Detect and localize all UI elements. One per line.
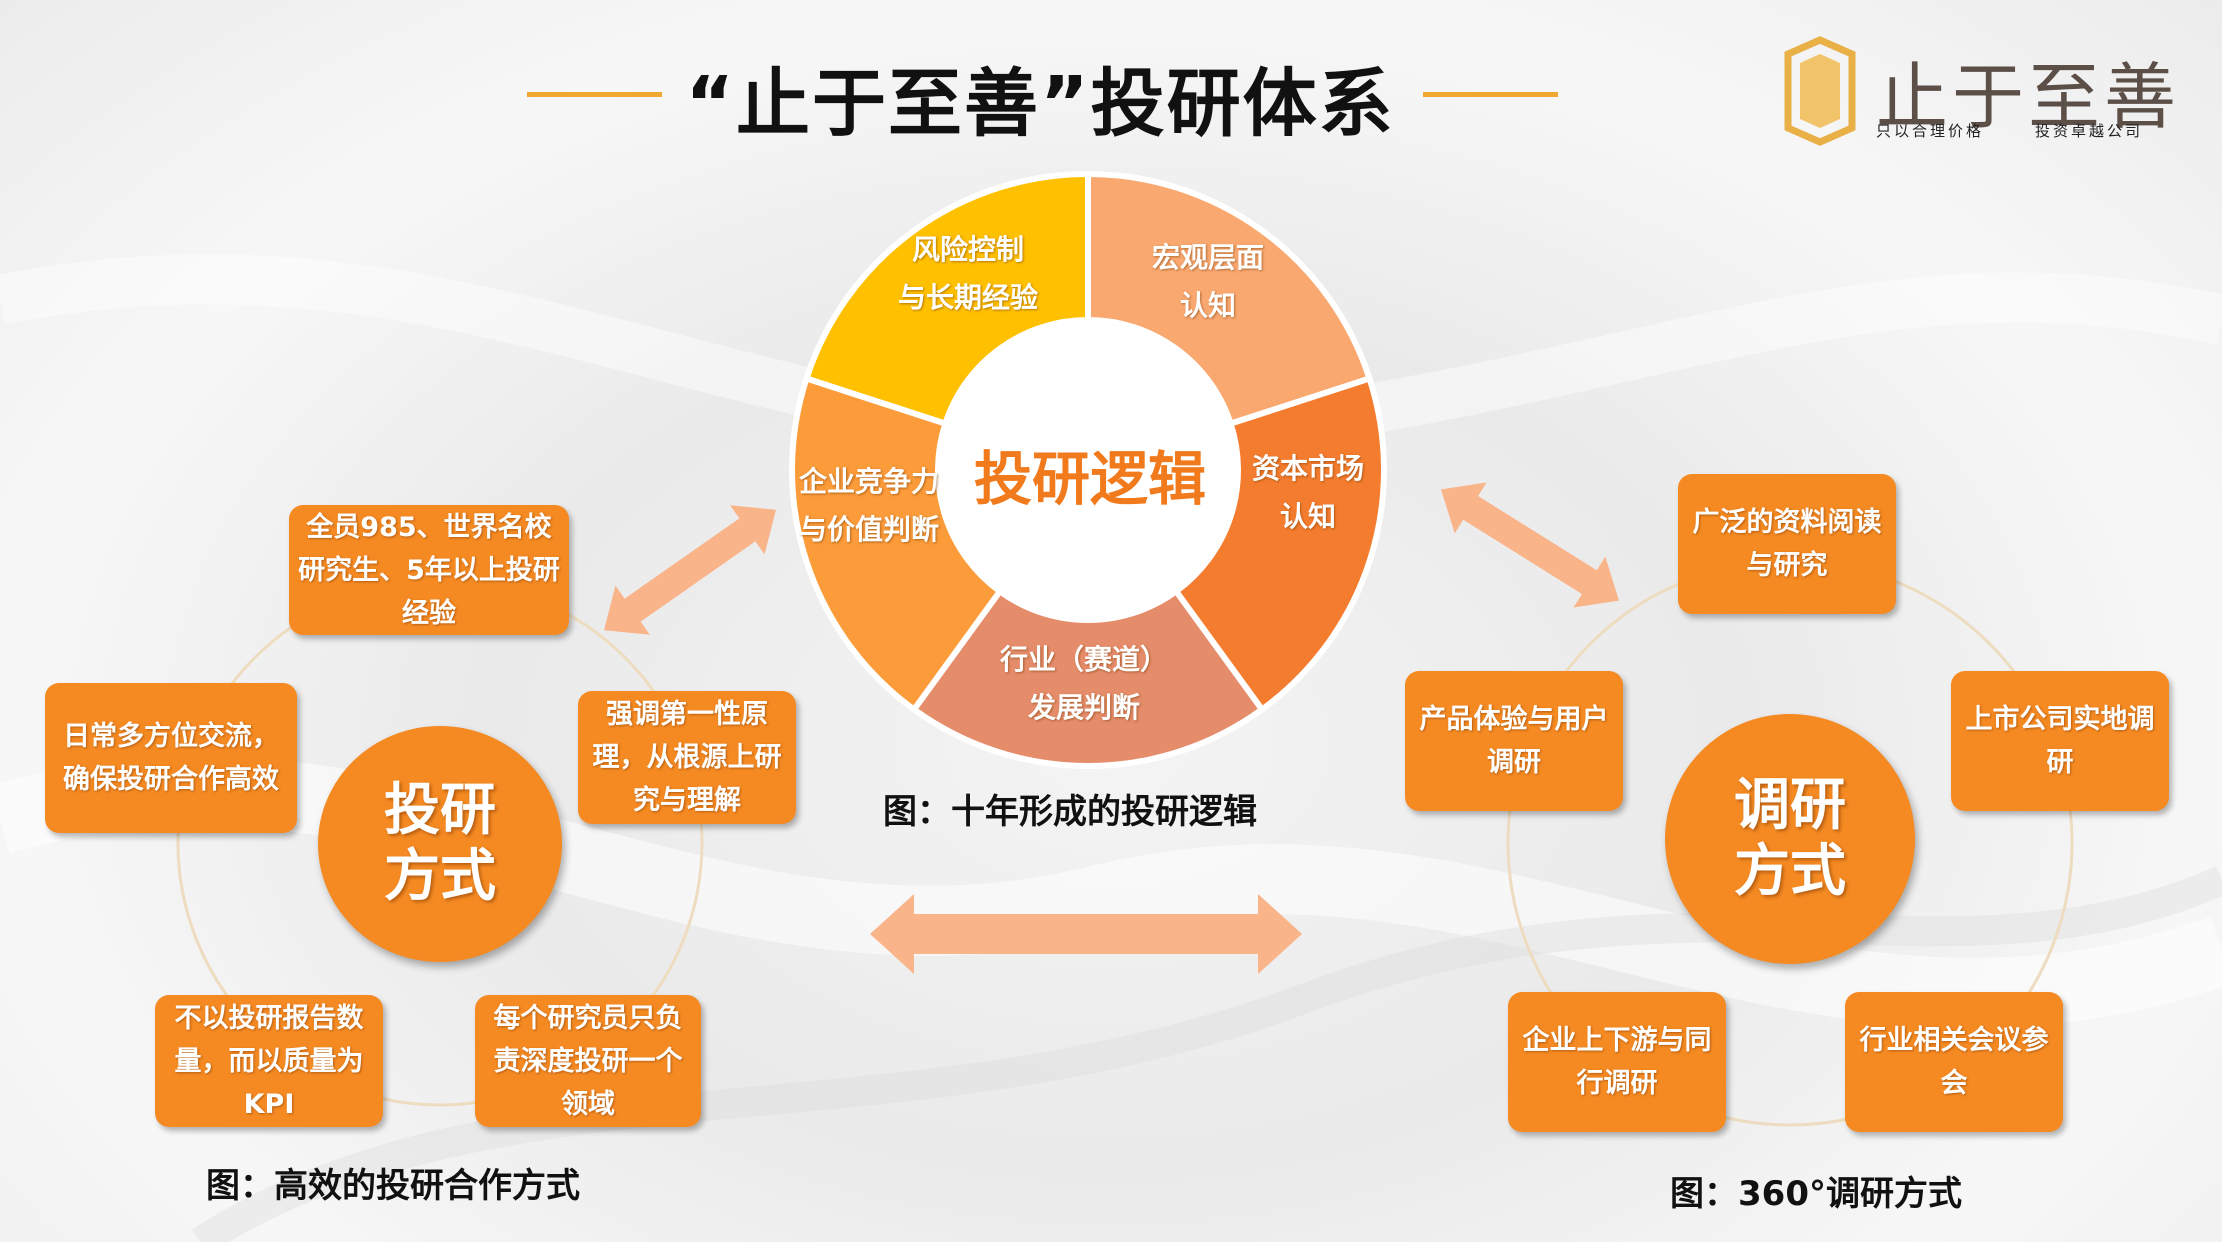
cooperation-item-specialization: 每个研究员只负责深度投研一个领域 [475,995,701,1127]
segment-label-competitiveness: 企业竞争力 与价值判断 [779,458,959,554]
research-hub-line2: 方式 [1734,839,1846,904]
research-item-reading: 广泛的资料阅读与研究 [1678,474,1896,614]
research-item-site-visit: 上市公司实地调研 [1951,671,2169,811]
segment-label-competitiveness-line1: 企业竞争力 [798,465,939,498]
wheel-segment-macro [1085,170,1374,428]
wheel-segment-risk [802,170,1091,428]
research-item-product-experience: 产品体验与用户调研 [1405,671,1623,811]
segment-label-competitiveness-line2: 与价值判断 [798,513,939,546]
logic-wheel [789,170,1387,769]
segment-label-macro-line2: 认知 [1179,289,1236,322]
wheel-center-disc [941,323,1235,617]
company-logo: 止于至善 只以合理价格 投资卓越公司 [1780,36,2180,146]
left-double-arrow [603,505,777,635]
title-left-rule [527,92,662,97]
wheel-caption: 图：十年形成的投研逻辑 [883,792,1257,832]
cooperation-hub-line2: 方式 [384,844,496,909]
logo-slogan-left: 只以合理价格 [1876,122,1985,140]
cooperation-item-team: 全员985、世界名校研究生、5年以上投研经验 [289,505,569,635]
cooperation-item-quality-kpi: 不以投研报告数量，而以质量为KPI [155,995,383,1127]
research-caption: 图：360°调研方式 [1670,1174,1962,1214]
bottom-double-arrow [870,894,1302,974]
wheel-center-label: 投研逻辑 [973,445,1206,513]
segment-label-capital-line2: 认知 [1279,500,1336,533]
logo-name: 止于至善 [1876,55,2181,139]
cooperation-item-communication: 日常多方位交流，确保投研合作高效 [45,683,297,833]
logo-emblem-icon [1784,36,1856,146]
segment-label-risk-line2: 与长期经验 [897,281,1038,314]
wheel-segment-industry [909,587,1267,769]
segment-label-industry-line2: 发展判断 [1027,691,1140,724]
segment-label-risk: 风险控制 与长期经验 [858,226,1078,322]
segment-label-capital-line1: 资本市场 [1251,452,1364,485]
research-item-conferences: 行业相关会议参会 [1845,992,2063,1132]
cooperation-caption: 图：高效的投研合作方式 [206,1166,580,1206]
title-right-rule [1423,92,1558,97]
segment-label-risk-line1: 风险控制 [911,233,1024,266]
right-double-arrow [1440,482,1620,608]
wheel-segment-capital-market [1171,374,1387,714]
segment-label-macro: 宏观层面 认知 [1108,234,1308,330]
research-item-supply-chain: 企业上下游与同行调研 [1508,992,1726,1132]
cooperation-item-first-principles: 强调第一性原理，从根源上研究与理解 [578,691,796,824]
research-hub-line1: 调研 [1734,773,1846,838]
cooperation-hub-line1: 投研 [384,778,496,843]
segment-label-industry-line1: 行业（赛道） [999,643,1168,676]
title-bar: “止于至善”投研体系 [0,38,2222,148]
segment-label-industry: 行业（赛道） 发展判断 [964,636,1204,732]
segment-label-macro-line1: 宏观层面 [1151,241,1264,274]
wheel-segment-competitiveness [789,374,1005,714]
cooperation-hub: 投研 方式 [318,726,562,962]
logo-slogan-right: 投资卓越公司 [2035,122,2144,140]
research-hub: 调研 方式 [1665,714,1915,964]
page-title: “止于至善”投研体系 [685,61,1395,147]
segment-label-capital-market: 资本市场 认知 [1208,445,1408,541]
